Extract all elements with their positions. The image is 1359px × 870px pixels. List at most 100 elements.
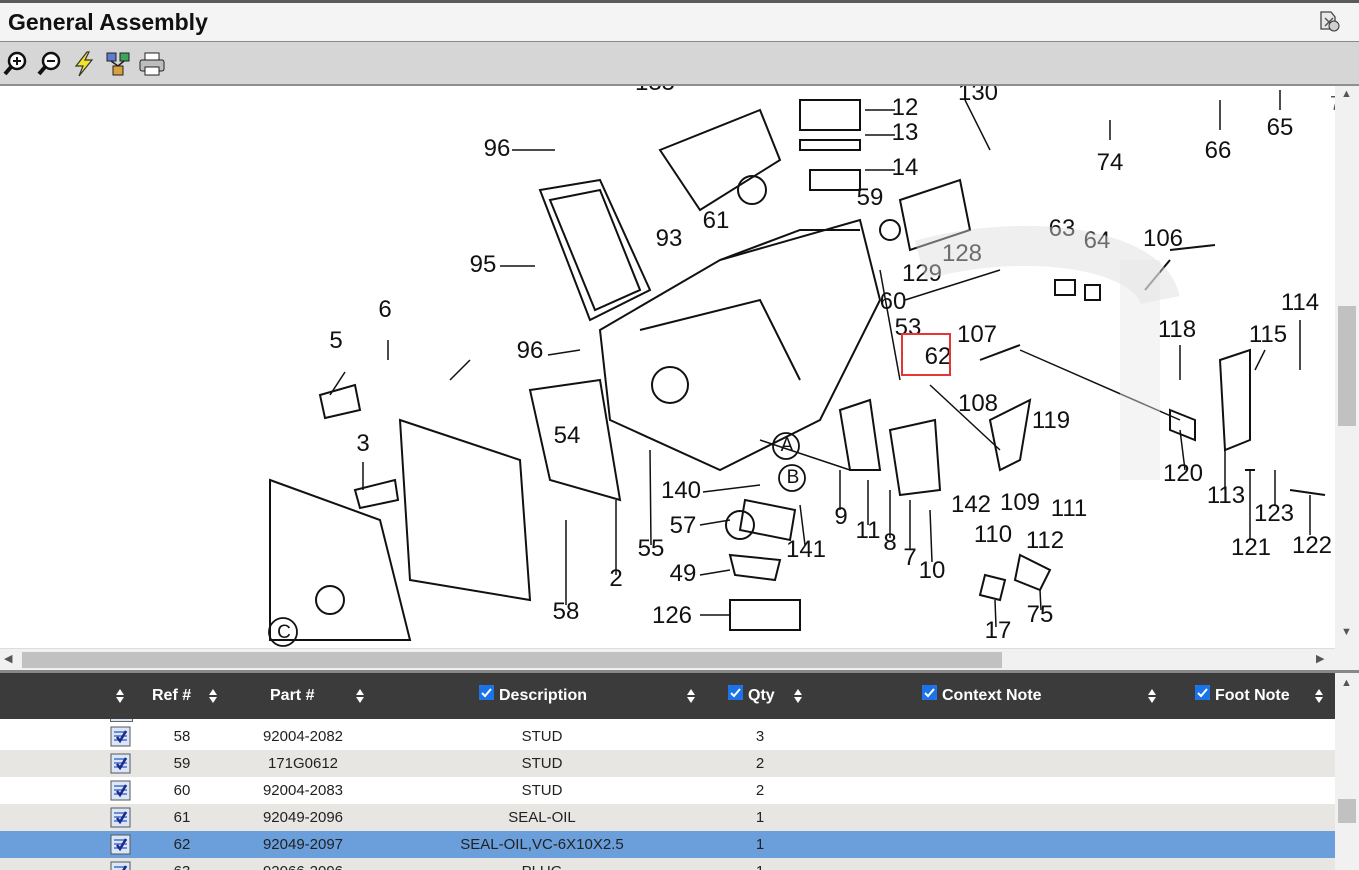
callout-label[interactable]: 93 [656, 225, 683, 252]
callout-label[interactable]: 58 [553, 598, 580, 625]
callout-label[interactable]: 120 [1163, 460, 1203, 487]
description-column-checkbox[interactable] [479, 685, 494, 700]
callout-label[interactable]: 60 [880, 288, 907, 315]
callout-label[interactable]: 17 [985, 617, 1012, 644]
callout-label[interactable]: 96 [484, 135, 511, 162]
callout-label[interactable]: 66 [1205, 137, 1232, 164]
callout-label[interactable]: 141 [786, 536, 826, 563]
sort-icon[interactable] [1314, 688, 1324, 704]
callout-label[interactable]: 115 [1249, 321, 1287, 348]
diagram-vscroll-thumb[interactable] [1338, 306, 1356, 426]
callout-label[interactable]: 140 [661, 477, 701, 504]
callout-label[interactable]: A [781, 435, 794, 456]
callout-label[interactable]: 5 [329, 327, 342, 354]
callout-label[interactable]: 121 [1231, 534, 1271, 561]
sort-icon[interactable] [686, 688, 696, 704]
callout-label[interactable]: 118 [1158, 316, 1196, 343]
sort-icon[interactable] [793, 688, 803, 704]
column-ref[interactable]: Ref # [152, 673, 191, 719]
callout-label[interactable]: 53 [895, 314, 922, 341]
callout-label[interactable]: 119 [1032, 407, 1070, 434]
callout-label[interactable]: 75 [1027, 601, 1054, 628]
callout-label[interactable]: 111 [1051, 495, 1087, 522]
add-to-list-icon[interactable] [110, 780, 131, 801]
callout-label[interactable]: 106 [1143, 225, 1183, 252]
callout-label[interactable]: 7 [903, 544, 916, 571]
callout-label[interactable]: 142 [951, 491, 991, 518]
table-row[interactable]: 5892004-2082STUD3 [0, 723, 1335, 750]
add-to-list-icon[interactable] [110, 753, 131, 774]
context-note-column-checkbox[interactable] [922, 685, 937, 700]
callout-label[interactable]: 135 [635, 86, 675, 96]
scroll-down-icon[interactable]: ▼ [1341, 626, 1352, 638]
callout-label[interactable]: 122 [1292, 532, 1332, 559]
callout-label[interactable]: 107 [957, 321, 997, 348]
callout-label[interactable]: 126 [652, 602, 692, 629]
column-part[interactable]: Part # [270, 673, 314, 719]
column-qty[interactable]: Qty [748, 673, 775, 719]
table-vertical-scrollbar[interactable]: ▲ [1335, 673, 1359, 870]
callout-label[interactable]: 113 [1207, 482, 1245, 509]
callout-label[interactable]: 130 [958, 86, 998, 106]
add-to-list-icon[interactable] [110, 861, 131, 870]
callout-label[interactable]: 12 [892, 94, 919, 121]
add-to-list-icon[interactable] [110, 726, 131, 747]
callout-label[interactable]: 13 [892, 119, 919, 146]
callout-label[interactable]: 55 [638, 535, 665, 562]
callout-label[interactable]: 9 [834, 503, 847, 530]
callout-label[interactable]: 108 [958, 390, 998, 417]
table-row[interactable]: 6092004-2083STUD2 [0, 777, 1335, 804]
add-to-list-icon[interactable] [110, 807, 131, 828]
diagram-hscroll-thumb[interactable] [22, 652, 1002, 668]
callout-label[interactable]: 11 [856, 517, 881, 544]
callout-label[interactable]: B [787, 467, 800, 488]
sort-icon[interactable] [115, 688, 125, 704]
lightning-icon[interactable] [70, 50, 98, 78]
callout-label[interactable]: 57 [670, 512, 697, 539]
column-context-note[interactable]: Context Note [942, 673, 1042, 719]
diagram-vertical-scrollbar[interactable]: ▲ ▼ [1335, 86, 1359, 648]
scroll-up-icon[interactable]: ▲ [1341, 677, 1352, 689]
sort-icon[interactable] [1147, 688, 1157, 704]
table-row[interactable]: 6292049-2097SEAL-OIL,VC-6X10X2.51 [0, 831, 1335, 858]
callout-label[interactable]: C [277, 622, 291, 643]
callout-label[interactable]: 109 [1000, 489, 1040, 516]
diagram-horizontal-scrollbar[interactable]: ◀ ▶ [0, 648, 1335, 671]
column-description[interactable]: Description [499, 673, 587, 719]
scroll-left-icon[interactable]: ◀ [4, 652, 12, 665]
callout-label[interactable]: 14 [892, 154, 919, 181]
callout-label[interactable]: 10 [919, 557, 946, 584]
callout-label[interactable]: 6 [378, 296, 391, 323]
exploded-view-drawing[interactable]: 1351213141307466659661591289312995636410… [0, 86, 1335, 648]
callout-label[interactable]: 65 [1267, 114, 1294, 141]
callout-label[interactable]: 54 [554, 422, 581, 449]
qty-column-checkbox[interactable] [728, 685, 743, 700]
scroll-right-icon[interactable]: ▶ [1316, 652, 1324, 665]
callout-label[interactable]: 110 [974, 521, 1012, 548]
foot-note-column-checkbox[interactable] [1195, 685, 1210, 700]
callout-label[interactable]: 114 [1281, 289, 1319, 316]
callout-label[interactable]: 61 [703, 207, 730, 234]
sort-icon[interactable] [355, 688, 365, 704]
callout-label[interactable]: 95 [470, 251, 497, 278]
network-icon[interactable] [104, 50, 132, 78]
callout-label[interactable]: 74 [1097, 149, 1124, 176]
callout-label[interactable]: 96 [517, 337, 544, 364]
zoom-out-icon[interactable] [36, 50, 64, 78]
callout-label[interactable]: 3 [356, 430, 369, 457]
callout-label[interactable]: 2 [609, 565, 622, 592]
table-row[interactable]: 59171G0612STUD2 [0, 750, 1335, 777]
callout-label[interactable]: 123 [1254, 500, 1294, 527]
callout-label[interactable]: 59 [857, 184, 884, 211]
column-foot-note[interactable]: Foot Note [1215, 673, 1290, 719]
callout-label[interactable]: 62 [925, 343, 952, 370]
table-vscroll-thumb[interactable] [1338, 799, 1356, 823]
scroll-up-icon[interactable]: ▲ [1341, 88, 1352, 100]
table-row[interactable]: 6192049-2096SEAL-OIL1 [0, 804, 1335, 831]
callout-label[interactable]: 49 [670, 560, 697, 587]
add-to-list-icon[interactable] [110, 834, 131, 855]
print-icon[interactable] [138, 50, 166, 78]
table-row[interactable]: 6392066-2096PLUG1 [0, 858, 1335, 870]
callout-label[interactable]: 112 [1026, 527, 1064, 554]
zoom-in-icon[interactable] [2, 50, 30, 78]
